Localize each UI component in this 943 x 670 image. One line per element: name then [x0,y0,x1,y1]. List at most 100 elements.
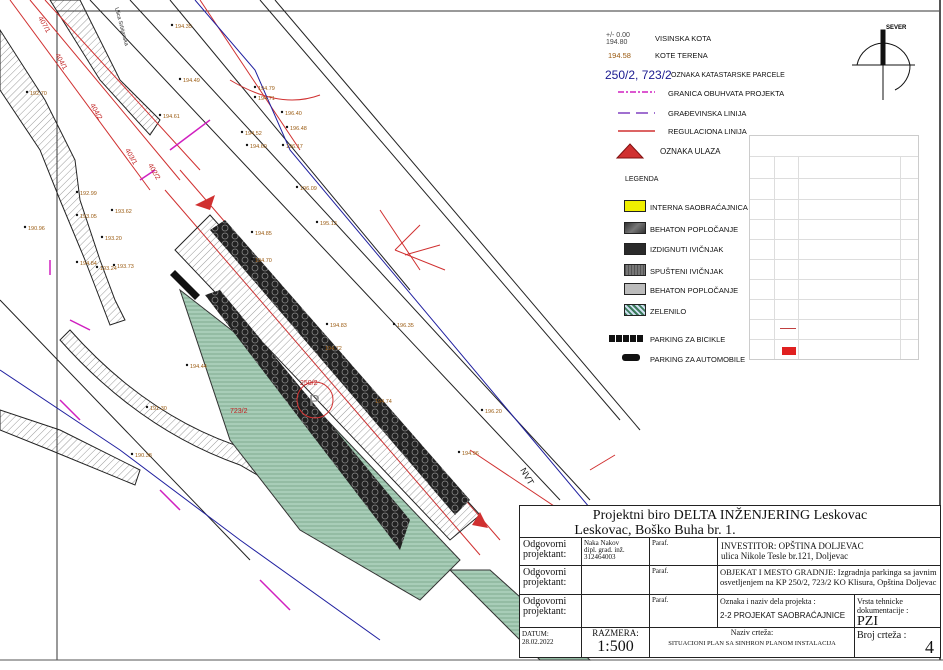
elevation-label: 194.96 [462,451,479,457]
parcel-label: 402/2 [146,163,161,182]
elevation-label: 194.72 [325,346,342,352]
parcel-label: 723/2 [230,408,248,415]
legend-item: INTERNA SAOBRAĆAJNICA [650,203,748,212]
role-label-2: Odgovorni projektant: [520,566,582,595]
survey-point [130,452,134,456]
paraf-2: Paraf. [650,566,718,595]
car-parking-icon [622,354,640,361]
elevation-label: 194.52 [245,131,262,137]
elevation-labels: 194.35194.49194.71194.79196.40196.48196.… [23,23,502,459]
elevation-label: 194.49 [183,78,200,84]
scale-cell: RAZMERA:1:500 [582,628,650,658]
elevation-label: 194.44 [190,364,207,370]
elevation-label: 196.20 [485,409,502,415]
survey-point [145,405,149,409]
elevation-label: 195.13 [320,221,337,227]
red-symbol-icon [782,347,796,355]
parcel-sample: 250/2, 723/2 [605,68,672,82]
blue-line-lower [0,369,381,641]
bike-parking-icon [609,335,644,342]
slope-top [49,0,161,136]
swatch-internal-road [624,200,646,212]
elevation-label: 196.48 [290,126,307,132]
north-label: SEVER [886,25,907,31]
elevation-label: 191.30 [150,406,167,412]
firm-header: Projektni biro DELTA INŽENJERING Leskova… [520,506,940,538]
elevation-label: 193.05 [80,214,97,220]
survey-point [320,345,324,349]
elevation-label: 190.38 [135,453,152,459]
project-boundary [49,119,291,611]
survey-point [370,398,374,402]
survey-point [112,263,116,267]
legend-regulaciona: REGULACIONA LINIJA [668,127,747,136]
parking-symbol: P [309,393,320,410]
survey-point [480,408,484,412]
entrance-marker [472,512,488,528]
parcel-label: 250/2 [300,380,318,387]
legend-item: BEHATON POPLOČANJE [650,225,739,234]
survey-point [295,185,299,189]
terrain-sample: 194.58 [608,51,631,60]
survey-point [75,190,79,194]
survey-point [158,113,162,117]
object-location: OBJEKAT I MESTO GRADNJE: Izgradnja parki… [718,566,940,595]
electrical-legend-table [749,135,919,360]
legend-item: ZELENILO [650,307,687,316]
project-part: Oznaka i naziv dela projekta :2-2 PROJEK… [718,595,855,628]
parcel-label: 407/1 [36,16,51,35]
elevation-label: 194.79 [258,86,275,92]
elevation-label: 192.99 [80,191,97,197]
legend-ulaz: OZNAKA ULAZA [660,147,721,156]
parking-circle [296,381,334,419]
survey-point [178,77,182,81]
paraf-3: Paraf. [650,595,718,628]
legend-item: PARKING ZA BICIKLE [650,335,726,344]
elevation-label: 194.74 [375,399,392,405]
survey-point [23,225,27,229]
legend-title: LEGENDA [625,176,659,183]
elevation-label: 192.70 [30,91,47,97]
legend-kote-terena: KOTE TERENA [655,51,708,60]
survey-point [170,23,174,27]
survey-point [95,265,99,269]
survey-point [392,322,396,326]
survey-point [100,235,104,239]
parking-row-lower [205,290,410,550]
elevation-label: 190.96 [28,226,45,232]
elevation-label: 194.35 [175,24,192,30]
legend-item: PARKING ZA AUTOMOBILE [650,355,746,364]
survey-point [315,220,319,224]
entrance-sample-icon [615,143,645,159]
swatch-paving-light [624,283,646,295]
legend-gradjevinska: GRAĐEVINSKA LINIJA [668,109,747,118]
swatch-raised-curb [624,243,646,255]
dimension-lines [394,224,616,511]
legend-granica: GRANICA OBUHVATA PROJEKTA [668,89,785,98]
paraf-1: Paraf. [650,538,718,566]
legend-item: SPUŠTENI IVIČNJAK [650,267,724,276]
elevation-label: 193.24 [100,266,117,272]
blue-line [194,0,601,521]
survey-point [325,322,329,326]
survey-point [110,208,114,212]
survey-point [250,257,254,261]
survey-point [245,143,249,147]
elevation-label: 196.40 [285,111,302,117]
elevation-label: 194.83 [330,323,347,329]
date-cell: DATUM:28.02.2022 [520,628,582,658]
survey-point [185,363,189,367]
red-line-icon [780,328,796,329]
elevation-label: 194.84 [80,261,97,267]
firm-name: Projektni biro DELTA INŽENJERING Leskova… [592,508,868,523]
survey-point [285,125,289,129]
elevation-label: 193.62 [115,209,132,215]
role-label-3: Odgovorni projektant: [520,595,582,628]
elevation-label: 194.70 [255,258,272,264]
north-arrow-icon [852,29,915,100]
survey-point [281,143,285,147]
drawing-number-cell: Broj crteža :4 [857,630,934,657]
